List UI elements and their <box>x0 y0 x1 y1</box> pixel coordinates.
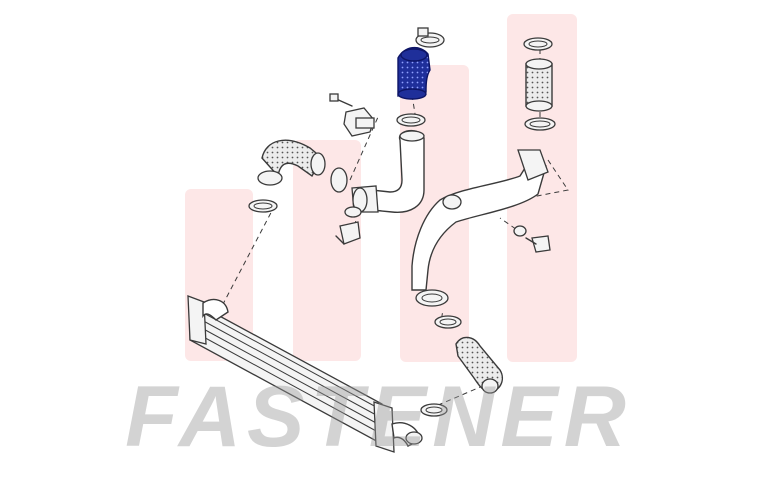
lower-hose <box>420 315 504 417</box>
right-pipe <box>411 149 549 307</box>
hose-clamp-top <box>415 27 445 48</box>
intercooler <box>187 295 423 453</box>
boost-sensor <box>329 93 375 137</box>
right-upper-hose <box>523 37 556 131</box>
left-hose <box>248 139 348 213</box>
upper-hose <box>397 47 431 100</box>
sensor <box>335 206 362 245</box>
bolt <box>513 225 551 253</box>
watermark-bar-2 <box>293 140 361 361</box>
center-pipe <box>351 113 426 213</box>
watermark-bar-4 <box>507 14 577 362</box>
